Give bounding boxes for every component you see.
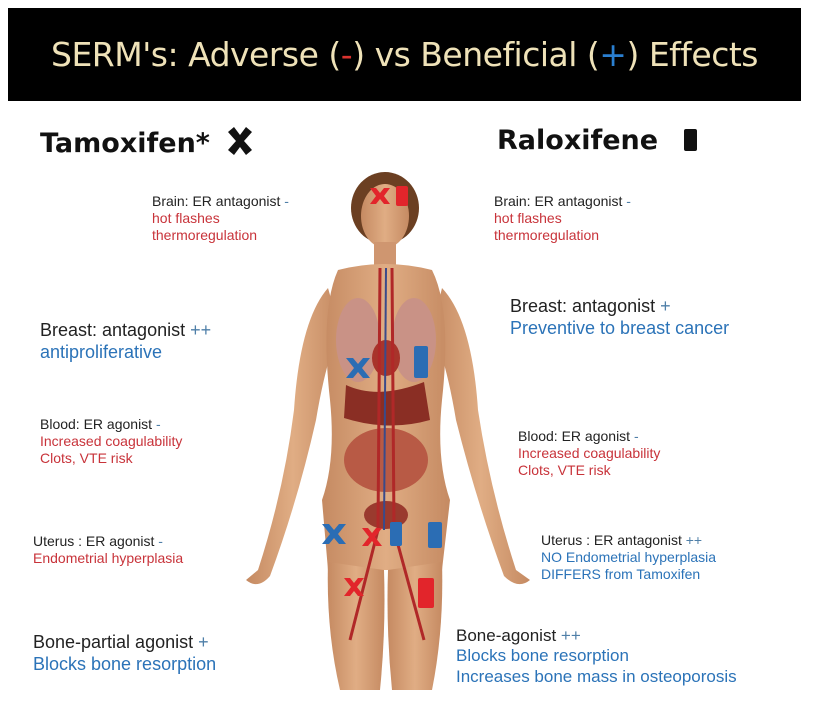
raloxifene-bone: Bone-agonist ++ Blocks bone resorption I… xyxy=(456,626,737,687)
tamoxifen-heading: Tamoxifen* xyxy=(40,127,255,159)
raloxifene-heading: Raloxifene xyxy=(497,125,701,156)
beneficial-sign: + xyxy=(599,35,626,74)
tamoxifen-breast: Breast: antagonist ++ antiproliferative xyxy=(40,320,211,363)
tamoxifen-uterus: Uterus : ER agonist - Endometrial hyperp… xyxy=(33,533,183,567)
uterus-raloxifene-marker-right xyxy=(428,522,442,548)
raloxifene-breast: Breast: antagonist + Preventive to breas… xyxy=(510,296,729,339)
square-icon xyxy=(681,127,701,153)
brain-raloxifene-marker xyxy=(396,186,408,206)
raloxifene-blood: Blood: ER agonist - Increased coagulabil… xyxy=(518,428,660,478)
tamoxifen-brain: Brain: ER antagonist - hot flashes therm… xyxy=(152,193,289,243)
breast-raloxifene-marker xyxy=(414,346,428,378)
x-cross-icon xyxy=(225,127,255,155)
human-body-illustration xyxy=(228,170,563,690)
page-title: SERM's: Adverse (-) vs Beneficial (+) Ef… xyxy=(51,35,758,74)
uterus-raloxifene-marker-center xyxy=(390,522,402,546)
raloxifene-uterus: Uterus : ER antagonist ++ NO Endometrial… xyxy=(541,532,716,582)
raloxifene-brain: Brain: ER antagonist - hot flashes therm… xyxy=(494,193,631,243)
tamoxifen-bone: Bone-partial agonist + Blocks bone resor… xyxy=(33,632,216,675)
adverse-sign: - xyxy=(341,35,352,74)
tamoxifen-blood: Blood: ER agonist - Increased coagulabil… xyxy=(40,416,182,466)
title-banner: SERM's: Adverse (-) vs Beneficial (+) Ef… xyxy=(8,8,801,101)
bone-raloxifene-marker xyxy=(418,578,434,608)
